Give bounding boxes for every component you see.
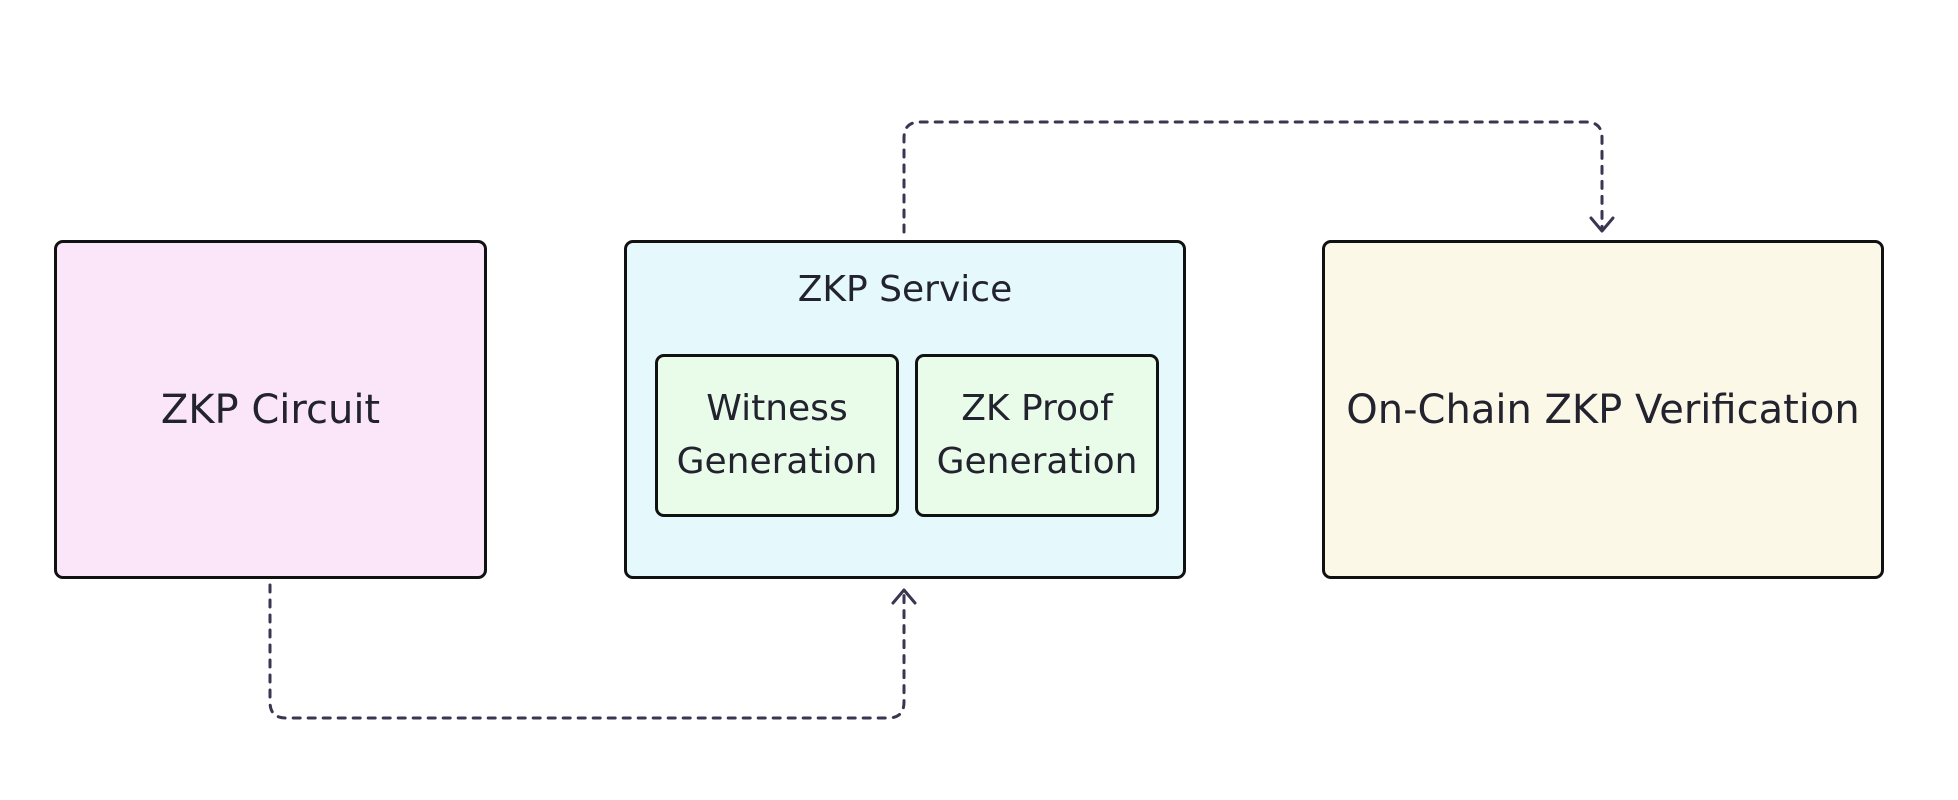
zk-proof-generation-line2: Generation — [936, 440, 1138, 482]
on-chain-verification-node: On-Chain ZKP Verification — [1322, 240, 1884, 579]
on-chain-verification-label: On-Chain ZKP Verification — [1346, 386, 1860, 433]
arrowhead-into-verification — [1589, 216, 1615, 233]
zkp-service-node: ZKP Service Witness Generation ZK Proof … — [624, 240, 1186, 579]
edge-circuit-to-service — [268, 583, 906, 720]
zkp-service-title: ZKP Service — [797, 269, 1013, 310]
zk-proof-generation-label: ZK Proof Generation — [937, 383, 1138, 487]
arrowhead-into-service — [891, 588, 917, 605]
witness-generation-line1: Witness — [706, 388, 848, 430]
zkp-circuit-label: ZKP Circuit — [160, 386, 381, 433]
edge-service-to-verification — [902, 120, 1604, 234]
witness-generation-label: Witness Generation — [677, 383, 878, 487]
witness-generation-line2: Generation — [676, 440, 878, 482]
zk-proof-generation-line1: ZK Proof — [961, 388, 1113, 430]
zk-proof-generation-node: ZK Proof Generation — [915, 354, 1159, 517]
witness-generation-node: Witness Generation — [655, 354, 899, 517]
zkp-circuit-node: ZKP Circuit — [54, 240, 487, 579]
